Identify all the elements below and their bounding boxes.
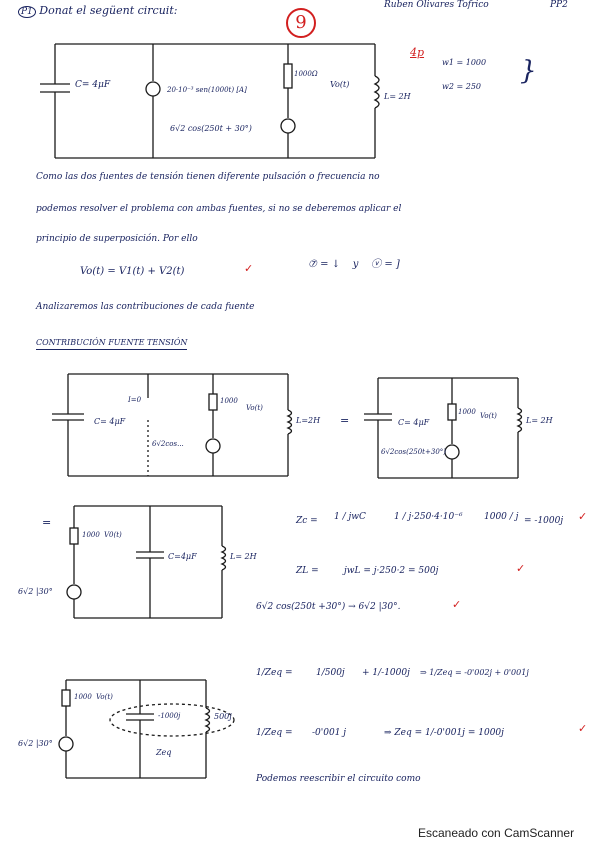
- zeq-line2-b: ⇒ Zeq = 1/-0'001j = 1000j: [384, 728, 504, 738]
- c5-inductor-label: 500j: [214, 712, 232, 721]
- zc-result: = -1000j: [524, 516, 564, 526]
- brace-mark: }: [520, 56, 537, 86]
- c5-resistor-label: 1000: [74, 693, 92, 701]
- zc-lhs: Zc =: [296, 516, 318, 526]
- zc-check: ✓: [578, 510, 588, 523]
- c2-resistor-label: 1000: [220, 397, 238, 405]
- statement-text: Donat el següent circuit:: [39, 4, 178, 17]
- c3-source-label: 6√2cos(250t+30°): [381, 448, 447, 456]
- c1-current-source-label: 20·10⁻³ sen(1000t) [A]: [167, 86, 247, 94]
- c1-voltage-source-label: 6√2 cos(250t + 30°): [170, 124, 252, 133]
- c2-source-label: 6√2cos...: [152, 440, 184, 448]
- c2-vo-label: Vo(t): [246, 404, 263, 412]
- c5-zeq-label: Zeq: [156, 748, 172, 757]
- zeq-line1-a: 1/500j: [316, 668, 345, 678]
- w2-value: w2 = 250: [442, 82, 481, 91]
- zl-check: ✓: [516, 562, 526, 575]
- c3-vo-label: Vo(t): [480, 412, 497, 420]
- c5-capacitor-label: -1000j: [158, 712, 181, 720]
- c4-inductor-label: L= 2H: [230, 552, 257, 561]
- zl-lhs: ZL =: [296, 566, 319, 576]
- c2-capacitor-label: C= 4μF: [94, 417, 126, 426]
- zc-step-2: 1 / j·250·4·10⁻⁶: [394, 512, 463, 522]
- c2-inductor-label: L=2H: [296, 416, 321, 425]
- c3-resistor-label: 1000: [458, 408, 476, 416]
- c2-i0-label: I=0: [128, 396, 142, 404]
- c2-equals: =: [340, 414, 350, 427]
- zl-expression: jwL = j·250·2 = 500j: [344, 566, 439, 576]
- check-mark: ✓: [244, 262, 254, 275]
- c3-inductor-label: L= 2H: [526, 416, 553, 425]
- phasor-equation: 6√2 cos(250t +30°) → 6√2 |30°.: [256, 602, 401, 612]
- c5-source-label: 6√2 |30°: [18, 739, 53, 748]
- c3-capacitor-label: C= 4μF: [398, 418, 430, 427]
- c4-vo-label: V0(t): [104, 531, 122, 539]
- score-value: 9: [295, 12, 307, 33]
- c4-source-label: 6√2 |30°: [18, 587, 53, 596]
- problem-statement: P1 Donat el següent circuit:: [18, 4, 177, 18]
- c1-inductor-label: L= 2H: [384, 92, 411, 101]
- zeq-line2-lhs: 1/Zeq =: [256, 728, 293, 738]
- analysis-line: Analizaremos las contribuciones de cada …: [36, 302, 255, 312]
- points-label: 4p: [410, 46, 425, 59]
- zeq-line1-c: ⇒ 1/Zeq = -0'002j + 0'001j: [420, 668, 529, 677]
- paragraph-line-1: Como las dos fuentes de tensión tienen d…: [36, 172, 380, 182]
- phasor-check: ✓: [452, 598, 462, 611]
- scanner-watermark: Escaneado con CamScanner: [418, 826, 575, 840]
- author-name: Ruben Olivares Tofrico: [384, 0, 489, 10]
- c1-resistor-label: 1000Ω: [294, 70, 318, 78]
- c4-resistor-label: 1000: [82, 531, 100, 539]
- problem-id: P1: [18, 6, 36, 18]
- paragraph-line-3: principio de superposición. Por ello: [36, 234, 198, 244]
- rewrite-line: Podemos reescribir el circuito como: [256, 774, 421, 784]
- c1-vo-label: Vo(t): [330, 80, 350, 89]
- c4-capacitor-label: C=4μF: [168, 552, 197, 561]
- zeq-line1-b: + 1/-1000j: [362, 668, 410, 678]
- c4-equals: =: [42, 516, 52, 529]
- paragraph-line-2: podemos resolver el problema con ambas f…: [36, 204, 402, 214]
- zeq-check: ✓: [578, 722, 588, 735]
- source-note: ⑦ = ↓ y ⓥ = ]: [308, 259, 400, 270]
- zc-step-3: 1000 / j: [484, 512, 519, 522]
- c1-capacitor-label: C= 4μF: [75, 80, 111, 90]
- score-circle: 9: [286, 8, 316, 38]
- superposition-equation: Vo(t) = V1(t) + V2(t): [80, 266, 185, 277]
- c5-vo-label: Vo(t): [96, 693, 113, 701]
- zeq-line2-a: -0'001 j: [312, 728, 347, 738]
- w1-value: w1 = 1000: [442, 58, 487, 67]
- zc-step-1: 1 / jwC: [334, 512, 366, 522]
- zeq-line1-lhs: 1/Zeq =: [256, 668, 293, 678]
- page-id: PP2: [550, 0, 568, 10]
- section-title: CONTRIBUCIÓN FUENTE TENSIÓN: [36, 338, 188, 350]
